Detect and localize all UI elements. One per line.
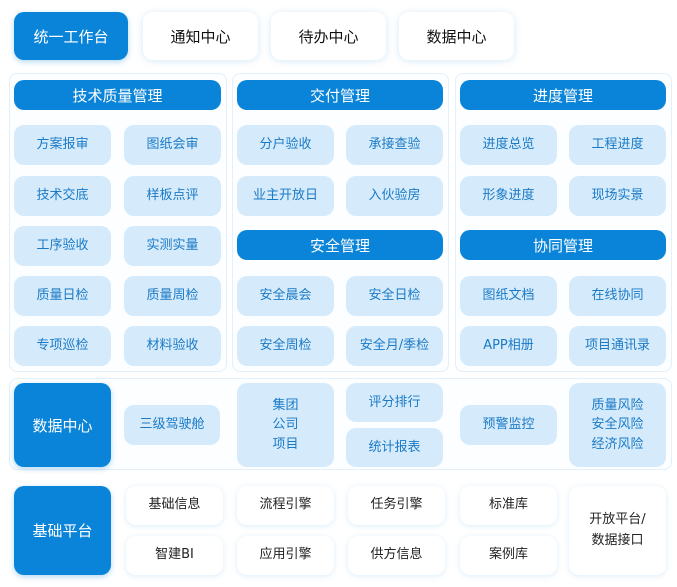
risk-economic: 经济风险	[591, 436, 644, 452]
panel-delivery-safety	[232, 73, 449, 372]
module-item[interactable]: 项目通讯录	[569, 326, 666, 366]
open-platform-line2: 数据接口	[591, 532, 644, 548]
module-item[interactable]: 形象进度	[460, 176, 557, 216]
module-item[interactable]: 承接查验	[346, 125, 443, 165]
cockpit-button[interactable]: 三级驾驶舱	[124, 405, 220, 445]
module-header-progress: 进度管理	[460, 80, 666, 110]
open-platform-button[interactable]: 开放平台/ 数据接口	[569, 486, 666, 575]
tab-todo-center[interactable]: 待办中心	[271, 12, 386, 60]
tech-quality-item[interactable]: 实测实量	[124, 226, 221, 266]
module-item[interactable]: 图纸文档	[460, 276, 557, 316]
open-platform-line1: 开放平台/	[589, 511, 646, 527]
module-header-safety: 安全管理	[237, 230, 443, 260]
base-platform-label: 基础平台	[14, 486, 111, 575]
ranking-button[interactable]: 评分排行	[346, 383, 443, 422]
tech-quality-item[interactable]: 专项巡检	[14, 326, 111, 366]
tab-notification-center[interactable]: 通知中心	[143, 12, 258, 60]
panel-data-center	[9, 378, 672, 470]
tech-quality-item[interactable]: 材料验收	[124, 326, 221, 366]
base-platform-item[interactable]: 任务引擎	[348, 486, 445, 525]
base-platform-item[interactable]: 流程引擎	[237, 486, 334, 525]
module-item[interactable]: 安全晨会	[237, 276, 334, 316]
module-item[interactable]: 分户验收	[237, 125, 334, 165]
risk-safety: 安全风险	[591, 417, 644, 433]
base-platform-item[interactable]: 供方信息	[348, 536, 445, 575]
panel-progress-collab	[455, 73, 672, 372]
module-item[interactable]: 工程进度	[569, 125, 666, 165]
base-platform-item[interactable]: 案例库	[460, 536, 557, 575]
tech-quality-item[interactable]: 质量日检	[14, 276, 111, 316]
base-platform-item[interactable]: 应用引擎	[237, 536, 334, 575]
levels-button[interactable]: 集团 公司 项目	[237, 383, 334, 467]
module-item[interactable]: 安全月/季检	[346, 326, 443, 366]
base-platform-item[interactable]: 智建BI	[126, 536, 223, 575]
module-item[interactable]: 在线协同	[569, 276, 666, 316]
warning-button[interactable]: 预警监控	[460, 405, 557, 445]
risk-quality: 质量风险	[591, 397, 644, 413]
module-item[interactable]: 安全日检	[346, 276, 443, 316]
module-header-collab: 协同管理	[460, 230, 666, 260]
tab-data-center[interactable]: 数据中心	[399, 12, 514, 60]
tech-quality-item[interactable]: 样板点评	[124, 176, 221, 216]
tech-quality-item[interactable]: 技术交底	[14, 176, 111, 216]
risks-button[interactable]: 质量风险 安全风险 经济风险	[569, 383, 666, 467]
reports-button[interactable]: 统计报表	[346, 428, 443, 467]
level-project: 项目	[272, 436, 299, 452]
module-header-tech-quality: 技术质量管理	[14, 80, 221, 110]
module-item[interactable]: 入伙验房	[346, 176, 443, 216]
module-item[interactable]: APP相册	[460, 326, 557, 366]
panel-tech-quality	[9, 73, 227, 372]
module-header-delivery: 交付管理	[237, 80, 443, 110]
module-item[interactable]: 业主开放日	[237, 176, 334, 216]
tech-quality-item[interactable]: 方案报审	[14, 125, 111, 165]
level-company: 公司	[272, 417, 299, 433]
base-platform-item[interactable]: 基础信息	[126, 486, 223, 525]
tech-quality-item[interactable]: 图纸会审	[124, 125, 221, 165]
module-item[interactable]: 现场实景	[569, 176, 666, 216]
module-item[interactable]: 安全周检	[237, 326, 334, 366]
level-group: 集团	[272, 397, 299, 413]
data-center-label: 数据中心	[14, 383, 111, 467]
tech-quality-item[interactable]: 质量周检	[124, 276, 221, 316]
base-platform-item[interactable]: 标准库	[460, 486, 557, 525]
module-item[interactable]: 进度总览	[460, 125, 557, 165]
tab-unified-workbench[interactable]: 统一工作台	[14, 12, 128, 60]
tech-quality-item[interactable]: 工序验收	[14, 226, 111, 266]
